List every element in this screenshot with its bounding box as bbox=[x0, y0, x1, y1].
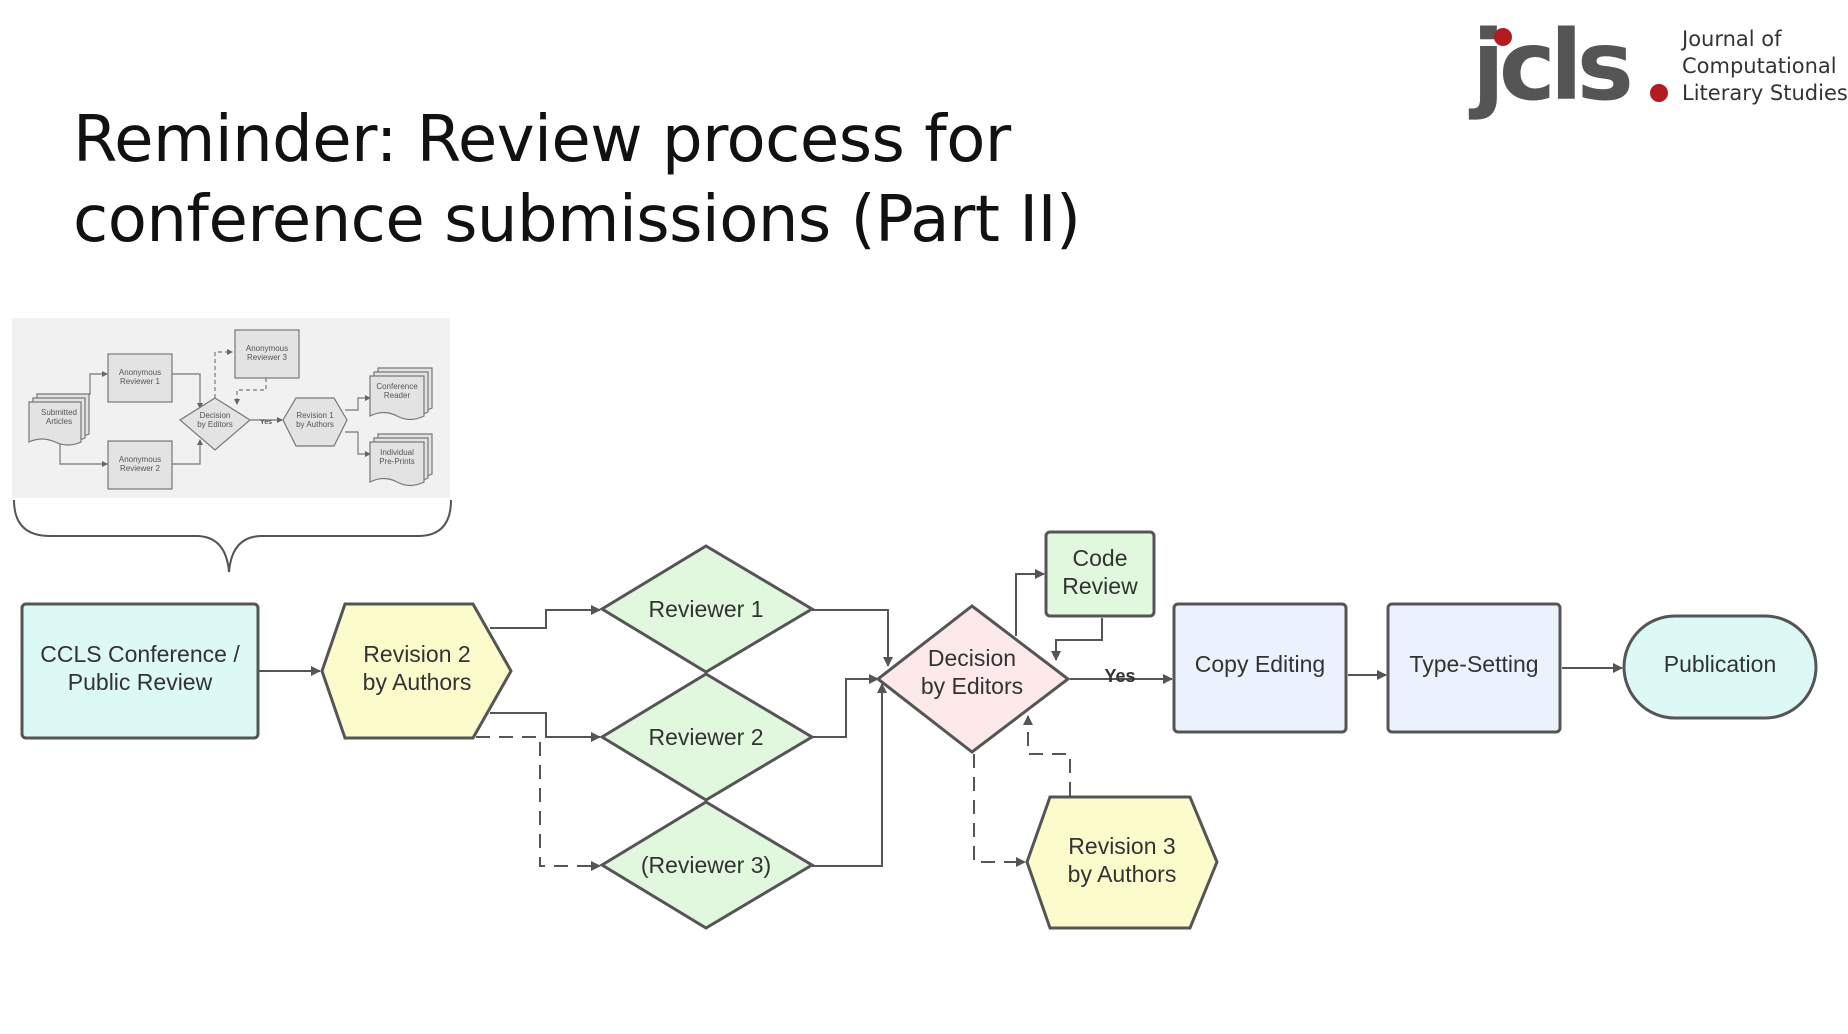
logo-line-1: Journal of bbox=[1682, 27, 1782, 51]
node-revision-3 bbox=[1025, 795, 1219, 930]
revision2-label-1: Revision 2 bbox=[363, 641, 470, 667]
logo-period-icon bbox=[1650, 84, 1668, 102]
thumb-rev2-2: Reviewer 2 bbox=[120, 464, 161, 473]
edge-decision-codereview bbox=[1015, 569, 1045, 636]
node-publication bbox=[1622, 614, 1818, 720]
decision-label-1: Decision bbox=[928, 645, 1016, 671]
revision3-label-2: by Authors bbox=[1068, 861, 1177, 887]
edge-reviewer3-decision bbox=[812, 683, 887, 867]
edge-decision-revision3 bbox=[973, 754, 1026, 867]
thumb-submitted-2: Articles bbox=[46, 417, 72, 426]
part-one-thumbnail: Submitted Articles Anonymous Reviewer 1 … bbox=[12, 318, 450, 498]
type-setting-label: Type-Setting bbox=[1409, 651, 1538, 677]
edge-reviewer2-decision bbox=[812, 674, 879, 738]
decision-label-2: by Editors bbox=[921, 673, 1023, 699]
thumb-reader-1: Conference bbox=[376, 382, 418, 391]
thumb-rev3-2: Reviewer 3 bbox=[247, 353, 288, 362]
logo-journal-name: Journal of Computational Literary Studie… bbox=[1682, 26, 1848, 107]
node-ccls-conference bbox=[20, 602, 260, 740]
node-reviewer-3 bbox=[599, 800, 815, 930]
code-review-label-1: Code bbox=[1073, 545, 1128, 571]
thumb-preprints-2: Pre-Prints bbox=[379, 457, 415, 466]
slide-title: Reminder: Review process for conference … bbox=[73, 103, 1081, 257]
revision3-label-1: Revision 3 bbox=[1068, 833, 1175, 859]
reviewer3-label: (Reviewer 3) bbox=[641, 852, 771, 878]
logo-line-3: Literary Studies bbox=[1682, 81, 1848, 105]
node-code-review bbox=[1044, 530, 1156, 618]
thumb-yes: Yes bbox=[260, 419, 272, 426]
node-copy-editing bbox=[1172, 602, 1348, 734]
thumb-rev3-1: Anonymous bbox=[246, 344, 288, 353]
reviewer2-label: Reviewer 2 bbox=[648, 724, 763, 750]
publication-label: Publication bbox=[1664, 651, 1777, 677]
edge-revision2-reviewer2 bbox=[490, 712, 601, 742]
edge-revision2-reviewer3 bbox=[476, 736, 601, 871]
reviewer1-label: Reviewer 1 bbox=[648, 596, 763, 622]
edge-revision2-reviewer1 bbox=[490, 605, 601, 629]
logo-line-2: Computational bbox=[1682, 54, 1837, 78]
ccls-label-2: Public Review bbox=[68, 669, 213, 695]
thumb-submitted-1: Submitted bbox=[41, 408, 77, 417]
thumb-rev1-1: Anonymous bbox=[119, 368, 161, 377]
jcls-logo: jcls Journal of Computational Literary S… bbox=[1472, 10, 1848, 130]
thumb-rev1-2: Reviewer 1 bbox=[120, 377, 161, 386]
node-reviewer-2 bbox=[599, 672, 815, 802]
curly-brace bbox=[13, 499, 452, 573]
thumb-decision-2: by Editors bbox=[197, 420, 233, 429]
edge-revision3-decision bbox=[1023, 715, 1071, 796]
thumb-decision-1: Decision bbox=[200, 411, 231, 420]
thumb-preprints-1: Individual bbox=[380, 448, 414, 457]
code-review-label-2: Review bbox=[1062, 573, 1138, 599]
thumb-rev2-1: Anonymous bbox=[119, 455, 161, 464]
revision2-label-2: by Authors bbox=[363, 669, 472, 695]
node-reviewer-1 bbox=[599, 544, 815, 674]
edge-codereview-decision bbox=[1051, 618, 1103, 661]
copy-editing-label: Copy Editing bbox=[1195, 651, 1325, 677]
thumb-revision1-1: Revision 1 bbox=[296, 411, 334, 420]
node-type-setting bbox=[1386, 602, 1562, 734]
thumb-reader-2: Reader bbox=[384, 391, 411, 400]
node-revision-2 bbox=[320, 602, 513, 740]
logo-dot-icon bbox=[1494, 28, 1512, 46]
edge-reviewer1-decision bbox=[812, 609, 893, 667]
node-decision-editors bbox=[875, 604, 1071, 754]
thumb-revision1-2: by Authors bbox=[296, 420, 334, 429]
ccls-label-1: CCLS Conference / bbox=[40, 641, 240, 667]
yes-edge-label: Yes bbox=[1104, 666, 1135, 686]
